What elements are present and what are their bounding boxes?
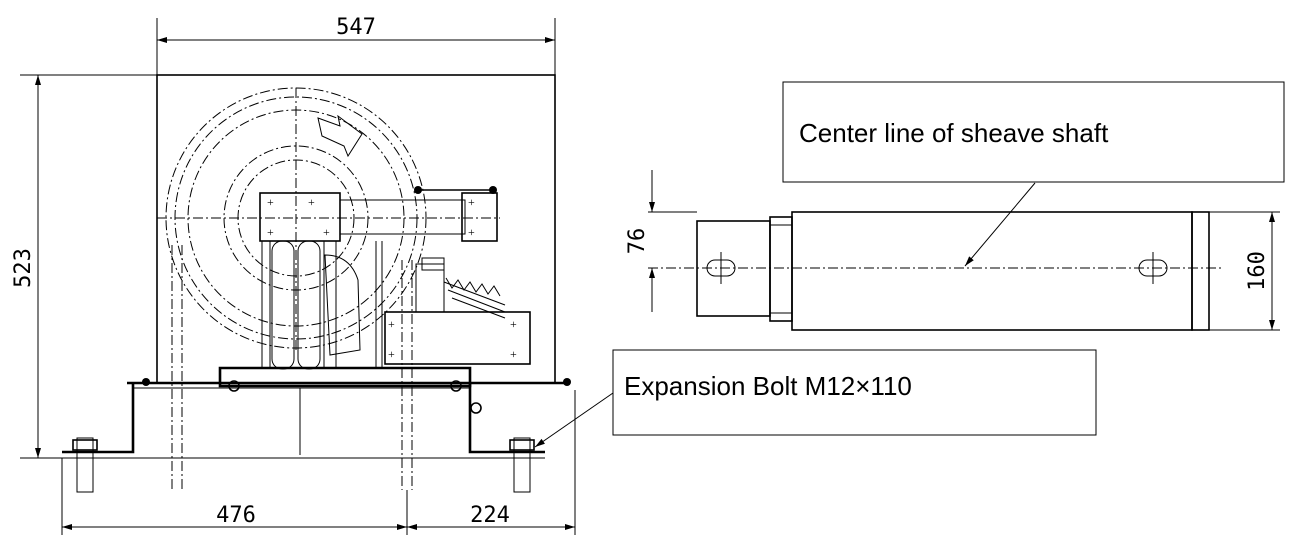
shaft-callout-box — [782, 81, 1285, 183]
svg-text:+: + — [323, 225, 330, 239]
base-frame — [62, 366, 571, 459]
expansion-bolt-callout: Expansion Bolt M12×110 — [534, 349, 1097, 448]
anchor-bolt-right — [509, 437, 535, 493]
dim-width-547: 547 — [336, 15, 376, 40]
dim-base-224: 224 — [470, 503, 510, 528]
center-lines — [171, 245, 413, 490]
svg-text:+: + — [267, 195, 274, 209]
support-columns — [261, 240, 383, 370]
svg-text:+: + — [388, 347, 395, 361]
sheave-shaft-view: Center line of sheave shaft 76 160 — [625, 81, 1285, 331]
rotation-arrow-icon — [317, 114, 363, 158]
brake-arm: + + + + + + — [259, 186, 498, 242]
dim-base-476: 476 — [216, 503, 256, 528]
svg-text:+: + — [468, 195, 475, 209]
anchor-bolt-left — [72, 437, 98, 493]
dim-shaft-160: 160 — [1245, 251, 1270, 291]
expansion-bolt-label: Expansion Bolt M12×110 — [624, 371, 912, 401]
svg-text:+: + — [468, 225, 475, 239]
sheave-wheel — [157, 87, 500, 350]
svg-text:+: + — [308, 195, 315, 209]
dim-shaft-76: 76 — [625, 228, 650, 255]
dim-height-523: 523 — [11, 248, 36, 288]
svg-text:+: + — [267, 225, 274, 239]
shaft-main — [791, 211, 1193, 331]
shaft-end — [1191, 211, 1210, 331]
sheave-shaft-label: Center line of sheave shaft — [799, 118, 1109, 148]
svg-text:+: + — [510, 317, 517, 331]
svg-text:+: + — [388, 317, 395, 331]
machine-elevation-view: + + + + + + + + + + — [11, 15, 576, 535]
svg-text:+: + — [510, 347, 517, 361]
machine-housing — [156, 74, 556, 384]
shaft-collar — [769, 216, 793, 322]
motor-block: + + + + — [384, 257, 531, 365]
